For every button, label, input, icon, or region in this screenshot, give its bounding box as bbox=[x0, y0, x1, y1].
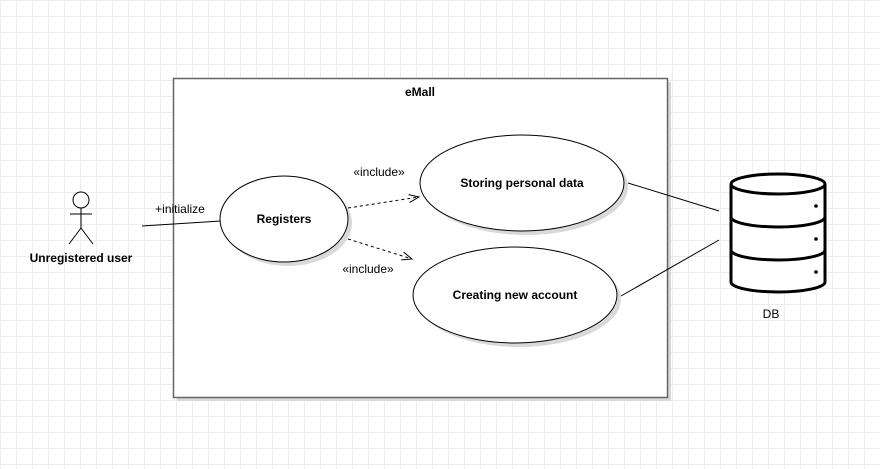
use-case-storing-personal-data[interactable]: Storing personal data bbox=[419, 134, 628, 235]
use-case-storing-label: Storing personal data bbox=[460, 176, 584, 190]
include-arrow-creating bbox=[347, 238, 412, 259]
use-case-creating-label: Creating new account bbox=[453, 288, 578, 302]
association-initialize[interactable]: +initialize bbox=[141, 202, 222, 227]
actor-name: Unregistered user bbox=[30, 251, 133, 265]
include-relation-storing[interactable]: «include» bbox=[347, 165, 419, 209]
use-case-registers-ellipse bbox=[219, 175, 349, 263]
database-label: DB bbox=[763, 307, 780, 321]
association-label: +initialize bbox=[155, 202, 205, 216]
use-case-storing-ellipse bbox=[419, 134, 625, 232]
system-boundary[interactable]: eMall bbox=[172, 77, 672, 402]
include-relation-creating[interactable]: «include» bbox=[342, 238, 412, 276]
database-icon bbox=[729, 172, 827, 294]
actor-unregistered-user[interactable]: Unregistered user bbox=[30, 191, 133, 265]
system-title: eMall bbox=[405, 85, 435, 99]
use-case-registers[interactable]: Registers bbox=[219, 175, 352, 266]
association-line bbox=[141, 220, 222, 227]
use-case-creating-new-account[interactable]: Creating new account bbox=[412, 246, 621, 347]
stick-figure-icon bbox=[68, 191, 94, 245]
use-case-registers-label: Registers bbox=[257, 212, 312, 226]
include-label-creating: «include» bbox=[342, 262, 394, 276]
database-node[interactable]: DB bbox=[729, 172, 827, 321]
connector-storing-db[interactable] bbox=[627, 182, 720, 212]
connector-creating-db[interactable] bbox=[620, 239, 720, 297]
include-label-storing: «include» bbox=[353, 165, 405, 179]
use-case-creating-ellipse bbox=[412, 246, 618, 344]
